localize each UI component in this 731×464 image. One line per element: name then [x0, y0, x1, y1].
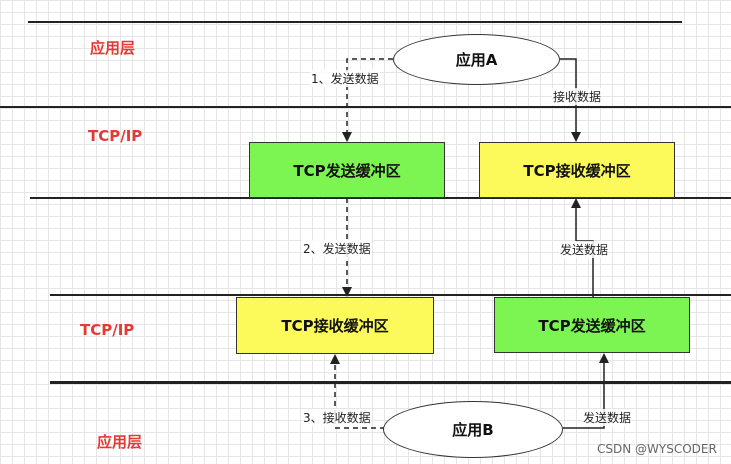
divider-line-2	[0, 106, 731, 108]
edge-label-step3: 3、接收数据	[302, 409, 372, 426]
watermark-text: CSDN @WYSCODER	[597, 442, 717, 456]
tcp-send-buffer-top-label: TCP发送缓冲区	[293, 161, 401, 180]
layer-label-bottom-app: 应用层	[97, 433, 143, 451]
tcp-recv-buffer-top: TCP接收缓冲区	[479, 142, 675, 198]
tcp-recv-buffer-top-label: TCP接收缓冲区	[523, 161, 631, 180]
edge-label-send-mid: 发送数据	[559, 241, 610, 258]
divider-line-4	[50, 294, 731, 296]
layer-label-top-app: 应用层	[90, 39, 136, 57]
arrow-step3	[330, 354, 385, 429]
app-a-node: 应用A	[393, 34, 560, 85]
app-b-node: 应用B	[383, 401, 563, 458]
app-b-label: 应用B	[452, 421, 494, 439]
tcp-send-buffer-bottom: TCP发送缓冲区	[494, 297, 690, 353]
tcp-recv-buffer-bottom-label: TCP接收缓冲区	[281, 317, 389, 335]
arrow-recv-top	[560, 58, 581, 142]
tcp-recv-buffer-bottom: TCP接收缓冲区	[236, 297, 434, 354]
tcp-send-buffer-bottom-label: TCP发送缓冲区	[538, 316, 646, 335]
edge-label-recv-top: 接收数据	[552, 88, 603, 105]
arrow-send-mid	[576, 200, 594, 297]
layer-label-bottom-tcp: TCP/IP	[80, 321, 135, 339]
edge-label-step2: 2、发送数据	[302, 240, 372, 257]
arrow-send-bottom	[563, 353, 609, 429]
edge-label-step1: 1、发送数据	[310, 70, 380, 87]
app-a-label: 应用A	[455, 51, 498, 69]
arrow-step1	[342, 58, 393, 142]
edge-label-send-bottom: 发送数据	[582, 409, 633, 426]
tcp-send-buffer-top: TCP发送缓冲区	[249, 142, 445, 198]
layer-label-top-tcp: TCP/IP	[88, 127, 143, 145]
divider-line-5	[50, 381, 731, 384]
divider-line-1	[28, 21, 682, 23]
divider-line-3	[30, 197, 731, 199]
